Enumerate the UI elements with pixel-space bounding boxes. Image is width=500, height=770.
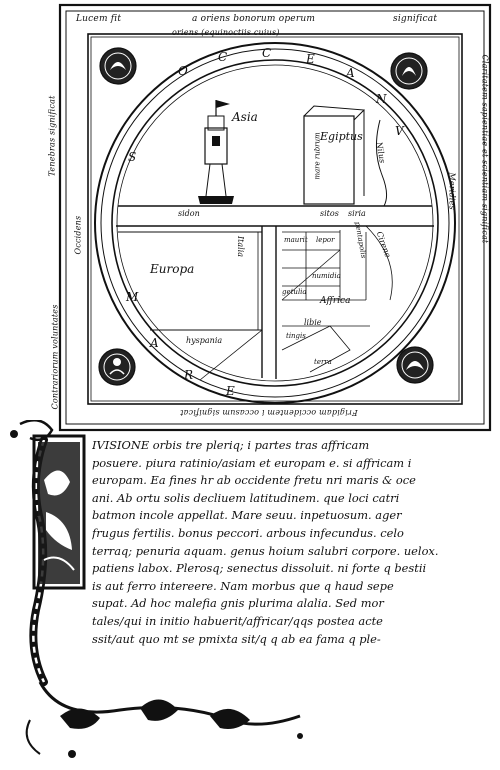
africa-diagonal-2 <box>281 249 341 301</box>
ring-letter-m: M <box>126 290 139 304</box>
initial-leaf-1 <box>60 708 100 729</box>
outer-frame-border <box>58 3 492 432</box>
corner-medallion-tr <box>390 52 428 90</box>
frame-right-outer-text: Claritatem sapientiae et scientiam signi… <box>480 54 490 244</box>
egiptus-block-top <box>303 105 366 121</box>
frame-left-outer-text: Tenebras significat <box>47 95 57 177</box>
label-numidia: numidia <box>312 272 341 280</box>
label-affrica: Affrica <box>320 296 351 306</box>
corner-medallion-tl <box>99 47 137 85</box>
inner-frame-line <box>90 36 460 402</box>
ring-letter-r: R <box>184 368 194 382</box>
corner-medallion-br <box>396 346 434 384</box>
ring-letter-c2: C <box>262 46 272 60</box>
ring-letter-v: V <box>395 124 404 138</box>
ring-letter-n: N <box>376 92 387 106</box>
text-line: IVISIONE orbis tre pleriq; i partes tras… <box>92 438 370 452</box>
text-line: terraq; penuria aquam. genus hoium salub… <box>92 543 439 558</box>
text-line: is aut ferro intereere. Nam morbus que q… <box>92 578 394 593</box>
initial-dot-right <box>297 733 303 739</box>
text-line: patiens labox. Plerosq; senectus dissolu… <box>92 561 427 576</box>
label-italia: Italia <box>236 235 246 258</box>
t-o-map-illustration <box>58 3 492 432</box>
illuminated-initial-decoration <box>10 420 303 758</box>
frame-top-text-3: significat <box>393 14 438 24</box>
label-getulia: getulia <box>282 288 307 296</box>
text-line: frugus fertilis. bonus peccori. arbous i… <box>92 525 404 540</box>
initial-top-flourish <box>19 420 54 441</box>
text-line: europam. Ea fines hr ab occidente fretu … <box>92 473 416 488</box>
initial-vine <box>43 556 75 571</box>
frame-top-text-2: a oriens bonorum operum <box>192 14 316 24</box>
frame-top-text-1: Lucem fit <box>76 14 122 24</box>
initial-dot-top <box>10 430 18 438</box>
label-sitos: sitos <box>320 209 339 218</box>
label-europa: Europa <box>150 262 195 276</box>
frame-left-lower-text: Contrariorum voluntates <box>50 304 60 410</box>
ring-letter-a: A <box>346 66 355 80</box>
text-line: supat. Ad hoc malefia gnis plurima alali… <box>92 596 384 611</box>
initial-letter: D <box>46 456 81 507</box>
label-hispania: hyspania <box>186 336 223 345</box>
outer-frame-inner-line <box>65 10 485 425</box>
initial-dot-bottom <box>68 750 76 758</box>
frame-left-inner-text: Occidens <box>73 215 83 255</box>
manuscript-text: IVISIONE orbis tre pleriq; i partes tras… <box>92 437 490 648</box>
ring-letter-a2: A <box>150 336 159 350</box>
label-mare-rubrum: mare rubrum <box>313 132 322 180</box>
text-line: posuere. piura ratinio/asiam et europam … <box>92 455 412 470</box>
ring-letter-s: S <box>128 150 137 164</box>
label-mauritania: maurit <box>284 236 308 244</box>
nile-river <box>376 119 388 207</box>
africa-diagonal <box>281 325 351 373</box>
label-tres-partes: lepor <box>316 236 335 244</box>
asia-tower <box>198 100 234 204</box>
text-line: ani. Ab ortu solis decliuem latitudinem.… <box>92 490 400 505</box>
label-libie: libie <box>304 318 322 327</box>
initial-leaf-3 <box>210 708 250 729</box>
ring-letter-o: O <box>178 64 188 78</box>
initial-curl <box>25 719 41 755</box>
initial-bird-head <box>44 470 70 496</box>
africa-coast <box>365 225 393 301</box>
label-terrae: terra <box>314 358 332 366</box>
ocean-inner-circle <box>111 59 439 387</box>
label-siria: siria <box>348 209 366 218</box>
label-tingis: tingis <box>286 332 306 340</box>
text-line: ssit/aut quo mt se pmixta sit/q q ab ea … <box>92 631 381 646</box>
label-egiptus: Egiptus <box>320 130 363 143</box>
text-line: batmon incole appellat. Mare seuu. inpet… <box>92 508 402 523</box>
ocean-inner-circle-line <box>116 64 434 382</box>
ring-letter-c1: C <box>218 50 228 64</box>
inner-frame-border <box>87 33 463 405</box>
hispania-line <box>199 329 263 381</box>
ring-letter-e2: E <box>226 384 235 398</box>
frame-right-inner-text: Meridies <box>447 172 457 210</box>
frame-bottom-text: Frigidam occidentem i occasum significat <box>180 408 358 417</box>
ocean-outer-circle-inner <box>100 48 450 398</box>
text-line: tales/qui in initio habuerit/affricar/qq… <box>92 613 383 628</box>
label-asia: Asia <box>232 110 258 124</box>
label-sidon: sidon <box>178 209 200 218</box>
initial-leaf-2 <box>140 699 178 721</box>
ring-letter-e: E <box>306 52 315 66</box>
corner-medallion-bl <box>98 348 136 386</box>
frame-top-inner-text: oriens (equinoctiis cuius) <box>172 28 280 37</box>
ocean-outer-circle <box>94 42 456 404</box>
initial-frame <box>32 434 86 590</box>
initial-bird-body <box>46 512 72 550</box>
